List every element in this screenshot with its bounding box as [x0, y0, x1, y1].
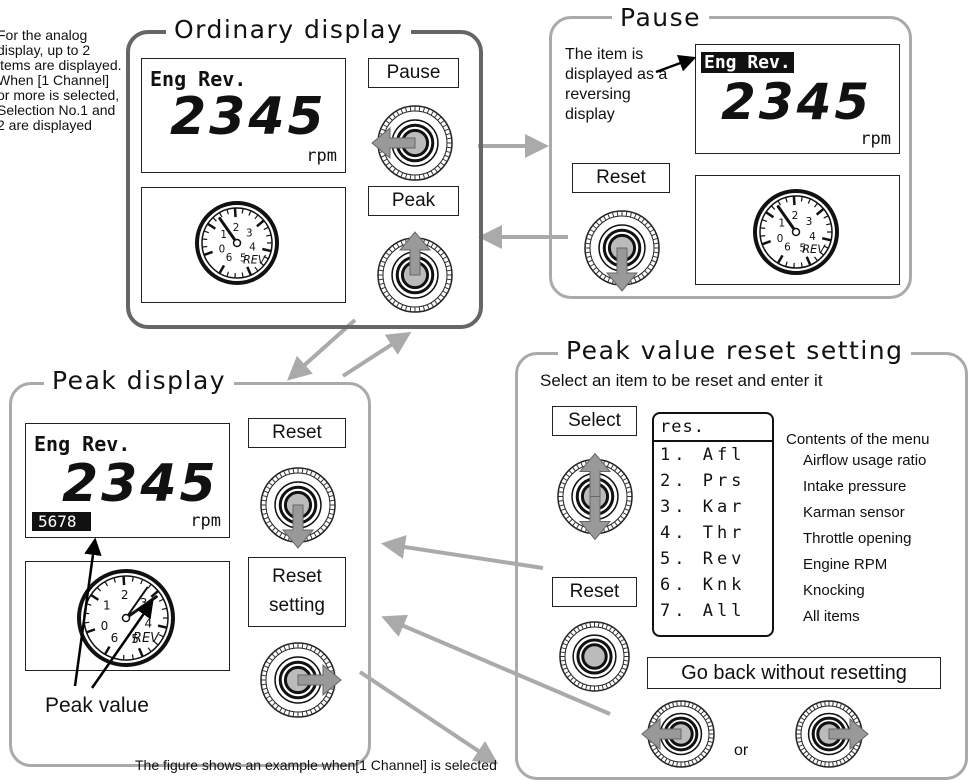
gauge-tick-label: 2 [121, 588, 129, 602]
gauge-tick-label: 3 [806, 216, 813, 228]
pause-panel [549, 16, 912, 299]
arrow-peak-to-ordinary [341, 331, 412, 378]
gauge-tick-label: 6 [226, 252, 233, 264]
menu-description: Throttle opening [803, 530, 912, 547]
ordinary-digital-screen: Eng Rev. 2345 rpm [141, 58, 346, 173]
knob-dial[interactable] [370, 98, 460, 188]
knob-dial[interactable] [253, 635, 343, 725]
digital-value: 2345 [721, 73, 873, 131]
menu-item[interactable]: 3. Kar [660, 497, 746, 517]
peak-value-readout: 5678 [32, 512, 91, 531]
digital-value: 2345 [62, 454, 219, 514]
menu-item[interactable]: 2. Prs [660, 471, 746, 491]
arrow-goback-to-peak [381, 614, 611, 716]
reset-setting-line2: setting [269, 595, 325, 616]
gauge-tick-label: 4 [145, 616, 153, 630]
reset-button[interactable]: Reset [248, 418, 346, 448]
arrow-ordinary-to-peak [287, 318, 357, 381]
reset-setting-line1: Reset [272, 566, 322, 587]
peak-digital-screen: Eng Rev. 2345 5678 rpm [25, 423, 230, 538]
item-label: Eng Rev. [150, 67, 247, 91]
unit-label: rpm [306, 146, 337, 166]
reset-button[interactable]: Reset [552, 577, 637, 607]
menu-item[interactable]: 6. Knk [660, 575, 746, 595]
or-label: or [734, 742, 749, 759]
menu-description: Intake pressure [803, 478, 907, 495]
menu-header: res. [654, 414, 772, 442]
gauge-tick-label: 1 [778, 218, 785, 230]
menu-description: Engine RPM [803, 556, 888, 573]
gauge-tick-label: 6 [111, 631, 119, 645]
gauge-tick-label: 5 [799, 243, 806, 255]
knob-dial[interactable] [253, 460, 343, 550]
gauge-tick-label: 4 [249, 242, 256, 254]
unit-label: rpm [190, 511, 221, 531]
knob-dial[interactable] [370, 230, 460, 320]
reset-menu: res. 1. Afl 2. Prs 3. Kar 4. Thr 5. Rev 6. Kn… [652, 412, 774, 637]
reversing-display-note: The item is displayed as a reversing dis… [565, 46, 668, 123]
go-back-label: Go back without resetting [647, 657, 941, 689]
reset-setting-button[interactable]: Reset setting [248, 557, 346, 627]
menu-description: All items [803, 608, 860, 625]
ordinary-display-title: Ordinary display [166, 15, 412, 45]
pause-digital-screen: Eng Rev. 2345 rpm [695, 44, 900, 154]
unit-label: rpm [860, 129, 891, 149]
gauge-tick-label: 3 [246, 228, 253, 240]
gauge-unit-label: REV [802, 242, 826, 256]
gauge-tick-label: 0 [101, 619, 109, 633]
peak-value-label: Peak value [45, 694, 149, 717]
analog-display-note: For the analog display, up to 2 items ar… [0, 27, 122, 133]
pause-title: Pause [612, 3, 710, 33]
digital-value: 2345 [170, 87, 327, 147]
gauge-tick-label: 0 [219, 243, 226, 255]
gauge-tick-label: 2 [792, 210, 799, 222]
reset-setting-title: Peak value reset setting [558, 336, 912, 366]
gauge-tick-label: 5 [131, 632, 139, 646]
menu-description: Knocking [803, 582, 865, 599]
menu-list: 1. Afl 2. Prs 3. Kar 4. Thr 5. Rev 6. Knk 7. A… [654, 442, 772, 624]
gauge-unit-label: REV [133, 631, 160, 646]
knob-dial[interactable] [550, 444, 640, 549]
gauge-unit-label: REV [243, 254, 267, 267]
menu-item[interactable]: 4. Thr [660, 523, 746, 543]
peak-button[interactable]: Peak [368, 186, 459, 216]
menu-item[interactable]: 1. Afl [660, 445, 746, 465]
contents-title: Contents of the menu [786, 431, 930, 448]
footer-caption: The figure shows an example when[1 Chann… [135, 757, 497, 773]
gauge-tick-label: 1 [103, 598, 111, 612]
menu-description: Karman sensor [803, 504, 905, 521]
knob-dial[interactable] [640, 693, 722, 775]
arrow-resetsetting-to-panel [358, 670, 499, 765]
knob-dial[interactable] [577, 203, 667, 293]
reset-button[interactable]: Reset [572, 163, 670, 193]
peak-display-title: Peak display [44, 366, 235, 396]
gauge-tick-label: 1 [220, 229, 227, 241]
gauge-tick-label: 0 [777, 233, 784, 245]
menu-item[interactable]: 7. All [660, 601, 746, 621]
pause-button[interactable]: Pause [368, 58, 459, 88]
knob-dial[interactable] [788, 693, 870, 775]
menu-item[interactable]: 5. Rev [660, 549, 746, 569]
menu-description: Airflow usage ratio [803, 452, 927, 469]
item-label: Eng Rev. [34, 432, 131, 456]
select-button[interactable]: Select [552, 406, 637, 436]
reset-setting-subtitle: Select an item to be reset and enter it [540, 371, 823, 390]
gauge-tick-label: 4 [809, 231, 816, 243]
gauge-tick-label: 2 [233, 222, 240, 234]
item-label-reversed: Eng Rev. [701, 52, 794, 73]
knob-dial[interactable] [552, 614, 637, 699]
gauge-tick-label: 6 [784, 242, 791, 254]
gauge-tick-label: 5 [240, 253, 247, 265]
